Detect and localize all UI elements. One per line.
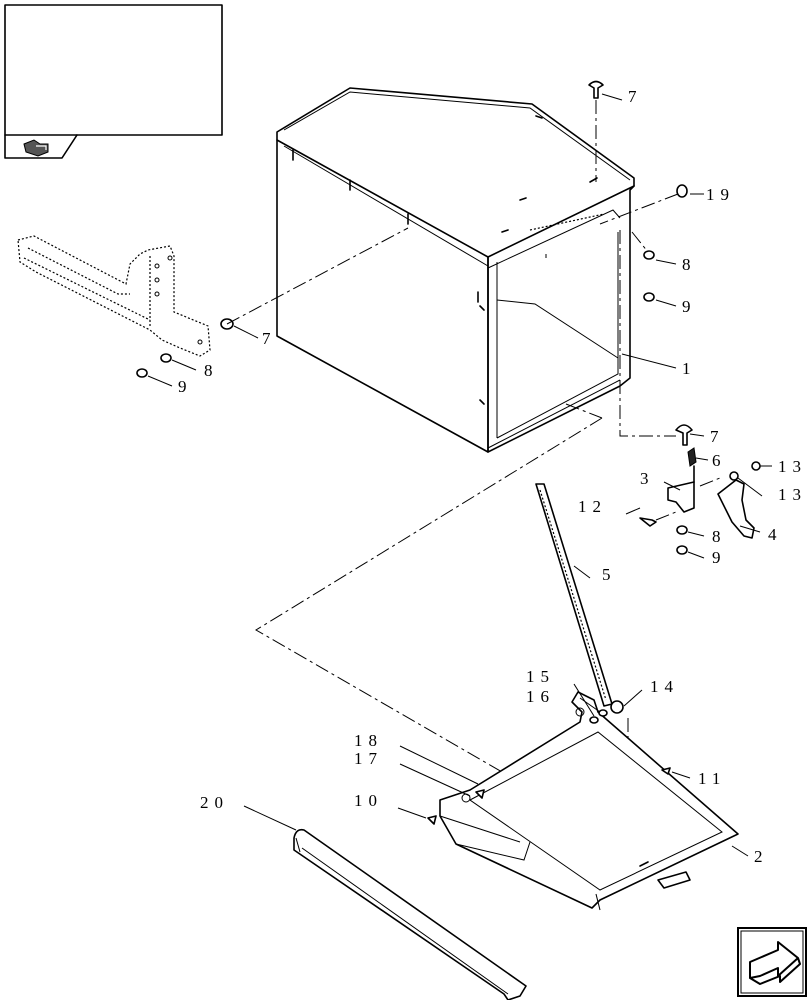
callout-19: 19 xyxy=(706,185,735,204)
callout-3: 3 xyxy=(640,469,655,488)
arrow-right-icon[interactable] xyxy=(737,927,807,997)
callout-13-left: 10 xyxy=(354,791,383,810)
callout-11: 13 xyxy=(778,485,807,504)
callout-5: 5 xyxy=(602,565,617,584)
callout-9-bracket: 9 xyxy=(712,548,727,567)
callout-8-right: 8 xyxy=(682,255,697,274)
callout-leaders xyxy=(147,93,772,857)
callout-7-left: 7 xyxy=(262,329,277,348)
housing-body xyxy=(276,87,635,453)
latch-bracket-assembly xyxy=(619,230,761,555)
callout-8-left: 8 xyxy=(204,361,219,380)
battery-tray xyxy=(427,691,739,911)
callout-15: 15 xyxy=(526,667,555,686)
callout-18: 18 xyxy=(354,731,383,750)
callout-13-right: 11 xyxy=(698,769,726,788)
callout-1: 1 xyxy=(682,359,697,378)
tray-rail-bar xyxy=(293,828,527,1000)
callout-14: 14 xyxy=(650,677,679,696)
callout-labels: 7 19 8 9 1 7 8 9 7 6 13 13 3 12 4 8 9 5 … xyxy=(178,87,807,866)
callout-7-top: 7 xyxy=(628,87,643,106)
callout-10: 12 xyxy=(578,497,607,516)
left-mounting-rail xyxy=(17,235,211,357)
callout-9-right: 9 xyxy=(682,297,697,316)
fastener-left xyxy=(136,227,409,378)
callout-17: 17 xyxy=(354,749,383,768)
callout-6: 6 xyxy=(712,451,727,470)
callout-9-left: 9 xyxy=(178,377,193,396)
callout-12: 13 xyxy=(778,457,807,476)
reference-inset-frame xyxy=(4,4,223,159)
callout-8-bracket: 8 xyxy=(712,527,727,546)
callout-4: 4 xyxy=(768,525,783,544)
callout-20: 20 xyxy=(200,793,229,812)
callout-2: 2 xyxy=(754,847,769,866)
callout-16: 16 xyxy=(526,687,555,706)
callout-7-bracket: 7 xyxy=(710,427,725,446)
fastener-top-right xyxy=(588,80,688,302)
arrow-hand-icon[interactable] xyxy=(23,139,49,157)
